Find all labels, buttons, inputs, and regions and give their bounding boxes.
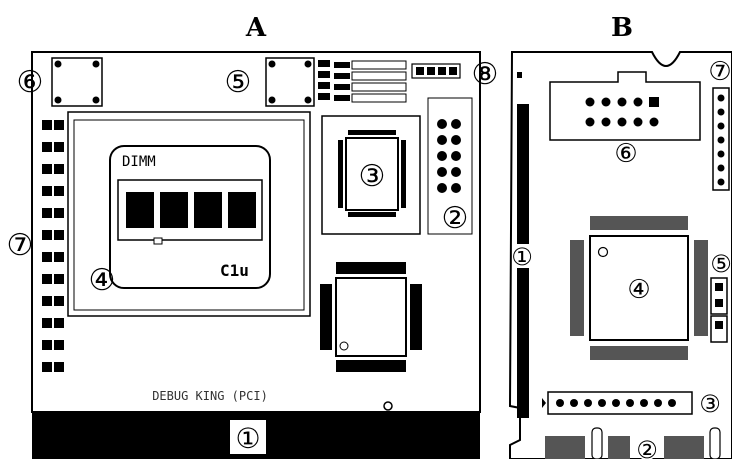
- marker-b2-bg: [636, 438, 658, 459]
- marker-b4: ④: [627, 275, 650, 305]
- marker-b1-bg: [513, 247, 531, 265]
- dimm-region-outer: [67, 111, 311, 317]
- marker-a3: ③: [359, 159, 386, 194]
- clu-label: C1u: [220, 261, 249, 280]
- leds-b5: [710, 277, 728, 343]
- connector-b2-slot: [709, 427, 721, 459]
- dimm-chip: [194, 192, 222, 228]
- panel-b-notch: [517, 72, 522, 78]
- led-column-a7: [42, 120, 64, 372]
- header-b3-pins: [556, 399, 676, 407]
- marker-a2: ②: [442, 201, 469, 236]
- marker-b5: ⑤: [710, 250, 732, 278]
- dimm-notch: [153, 237, 163, 245]
- dimm-region-inner: [73, 119, 305, 311]
- header-b6-pins: [585, 97, 659, 127]
- button-pin: [304, 96, 312, 104]
- marker-b6: ⑥: [614, 139, 637, 169]
- plcc-pins: [338, 130, 406, 217]
- header-b7-pins: [717, 94, 725, 186]
- header-a8: [411, 63, 461, 79]
- panel-b-title: B: [611, 13, 633, 43]
- marker-a4: ④: [89, 263, 116, 298]
- panel-b: B ① ⑥ ⑦: [508, 13, 732, 459]
- mounting-hole: [383, 401, 393, 411]
- marker-a7: ⑦: [7, 228, 34, 263]
- panel-a: A ① ⑥ ⑤: [7, 13, 499, 459]
- marker-b1: ①: [511, 243, 533, 271]
- button-pin: [304, 60, 312, 68]
- button-pin: [268, 60, 276, 68]
- button-pin: [268, 96, 276, 104]
- plcc-socket: [321, 115, 421, 235]
- dimm-socket: [109, 145, 271, 289]
- marker-b3: ③: [699, 390, 721, 418]
- marker-a8: ⑧: [472, 57, 499, 92]
- plcc-chip: [345, 137, 399, 211]
- jumper-block: [318, 60, 407, 103]
- marker-b2: ②: [636, 436, 658, 459]
- connector-b2: [545, 436, 704, 459]
- header-b6-outline: [549, 71, 701, 141]
- qfp-chip-b4: [570, 216, 708, 360]
- dimm-chip: [160, 192, 188, 228]
- button-pin: [54, 60, 62, 68]
- connector-b2-slot: [591, 427, 603, 459]
- marker-b7: ⑦: [708, 57, 731, 87]
- header-a2-pins: [437, 119, 461, 193]
- button-pin: [92, 60, 100, 68]
- dimm-module: [117, 179, 263, 241]
- marker-a1: ①: [235, 422, 260, 455]
- board-label: DEBUG KING (PCI): [152, 389, 268, 403]
- dimm-chip: [126, 192, 154, 228]
- dimm-chip: [228, 192, 256, 228]
- button-pin: [92, 96, 100, 104]
- dimm-label: DIMM: [122, 154, 156, 170]
- qfp-chip: [320, 262, 422, 372]
- marker-a5: ⑤: [225, 65, 252, 100]
- button-pin: [54, 96, 62, 104]
- marker-a6: ⑥: [17, 65, 44, 100]
- header-b3-key: [542, 398, 546, 408]
- edge-connector-b1: [517, 104, 529, 418]
- header-a2-outline: [427, 97, 473, 235]
- marker-a1-bg: [230, 420, 266, 454]
- panel-a-title: A: [245, 13, 267, 43]
